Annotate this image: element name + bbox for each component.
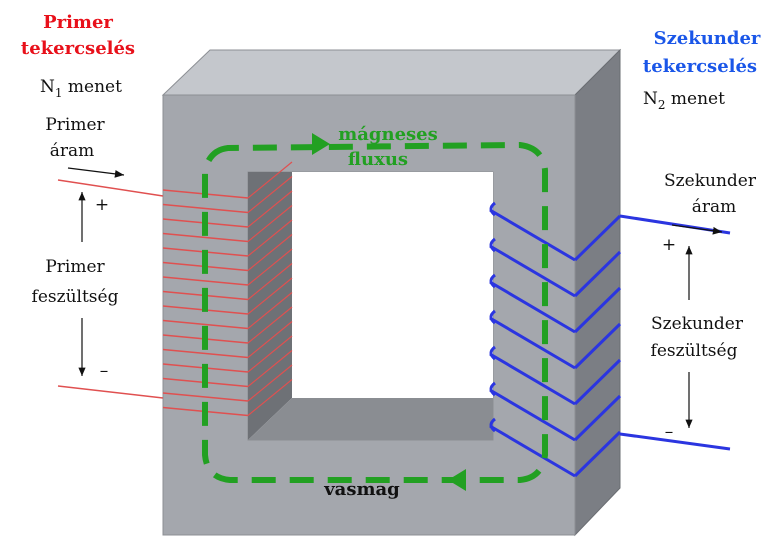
primary-coil-turn-inner: [247, 205, 293, 242]
secondary-coil-turn-side: [573, 214, 622, 262]
secondary-coil-turn-side: [573, 286, 622, 334]
secondary-title-line2: tekercselés: [643, 56, 757, 77]
core-window-opening: [292, 172, 493, 398]
secondary-coil-turn-hook: [489, 237, 496, 253]
secondary-coil-turn-hook: [489, 345, 496, 361]
secondary-coil-turn-front: [489, 208, 576, 262]
secondary-coil-turn-side: [573, 358, 622, 406]
primary-current-line1: Primer: [45, 115, 105, 135]
primary-title-line2: tekercselés: [21, 38, 135, 59]
secondary-lead-bottom: [619, 432, 731, 451]
primary-voltage-line2: feszültség: [32, 287, 119, 307]
primary-coil-turn-inner: [247, 350, 293, 387]
primary-coil-turn-inner: [247, 321, 293, 358]
primary-coil-turn-inner: [247, 190, 293, 228]
primary-coil-turn-inner: [247, 364, 293, 402]
primary-turns: N1 menet: [40, 77, 122, 100]
primary-coil-turn-inner: [247, 292, 293, 329]
primary-coil-turn-inner: [247, 379, 293, 416]
primary-plus: +: [95, 195, 109, 215]
primary-lead-top: [57, 179, 164, 197]
flux-arrow-top: [312, 133, 330, 155]
core-window-inner-bottom: [248, 398, 493, 440]
flux-label-line2: fluxus: [348, 149, 408, 170]
secondary-coil-turn-side: [573, 430, 622, 478]
secondary-coil-turn-hook: [489, 309, 496, 325]
flux-label-line1: mágneses: [338, 124, 438, 145]
secondary-coil-turn-side: [573, 322, 622, 370]
primary-minus: –: [100, 361, 109, 381]
secondary-current-line2: áram: [692, 197, 737, 217]
secondary-coil-turn-front: [489, 316, 576, 370]
primary-voltage-line1: Primer: [45, 257, 105, 277]
primary-coil-turn-inner: [247, 234, 293, 271]
flux-loop: [202, 141, 548, 483]
secondary-coil-turn-front: [489, 280, 576, 334]
secondary-current-arrow: [671, 224, 723, 235]
secondary-voltage-line1: Szekunder: [651, 314, 744, 334]
iron-core: [161, 48, 622, 537]
primary-coil-turn-front: [162, 203, 249, 214]
core-label: vasmag: [323, 479, 400, 500]
secondary-coil-turn-side: [573, 394, 622, 442]
secondary-coil-turn-front: [489, 388, 576, 442]
primary-coil-turn-front: [162, 276, 249, 286]
primary-coil-turn-inner: [247, 263, 293, 300]
primary-lead-bottom: [57, 385, 164, 399]
core-top-face: [161, 49, 622, 96]
secondary-coil-turn-hook: [489, 381, 496, 397]
flux-arrow-bottom: [448, 469, 466, 491]
secondary-turns: N2 menet: [643, 89, 725, 112]
primary-coil-turn-front: [162, 348, 249, 359]
secondary-title-line1: Szekunder: [654, 28, 761, 49]
secondary-coil-turn-side: [573, 250, 622, 298]
primary-coil-turn-inner: [247, 161, 293, 199]
primary-current-line2: áram: [50, 141, 95, 161]
primary-coil-turn-inner: [247, 248, 293, 286]
secondary-coil-turn-hook: [489, 201, 496, 217]
secondary-plus: +: [662, 235, 676, 255]
secondary-coil-turn-front: [489, 244, 576, 298]
primary-current-arrow: [67, 167, 125, 178]
primary-coil-turn-front: [162, 232, 249, 243]
primary-coil-turn-inner: [247, 277, 293, 315]
secondary-coil-turn-front: [489, 352, 576, 406]
secondary-coil-turn-hook: [489, 417, 496, 433]
primary-coil-turn-inner: [247, 306, 293, 344]
secondary-coil-turn-hook: [489, 273, 496, 289]
secondary-voltage-line2: feszültség: [651, 341, 738, 361]
primary-coil-turn-inner: [247, 219, 293, 257]
secondary-coil: [489, 201, 622, 478]
primary-coil-turn-inner: [247, 335, 293, 373]
primary-coil-turn-inner: [247, 176, 293, 213]
secondary-coil-turn-front: [489, 424, 576, 478]
primary-coil: [162, 161, 293, 417]
primary-title-line1: Primer: [43, 12, 113, 33]
secondary-current-line1: Szekunder: [664, 171, 757, 191]
primary-coil-turn-front: [162, 319, 249, 330]
core-window-inner-left: [248, 172, 292, 440]
secondary-minus: –: [665, 422, 674, 442]
core-side-face: [574, 48, 621, 537]
primary-coil-turn-front: [162, 392, 249, 402]
